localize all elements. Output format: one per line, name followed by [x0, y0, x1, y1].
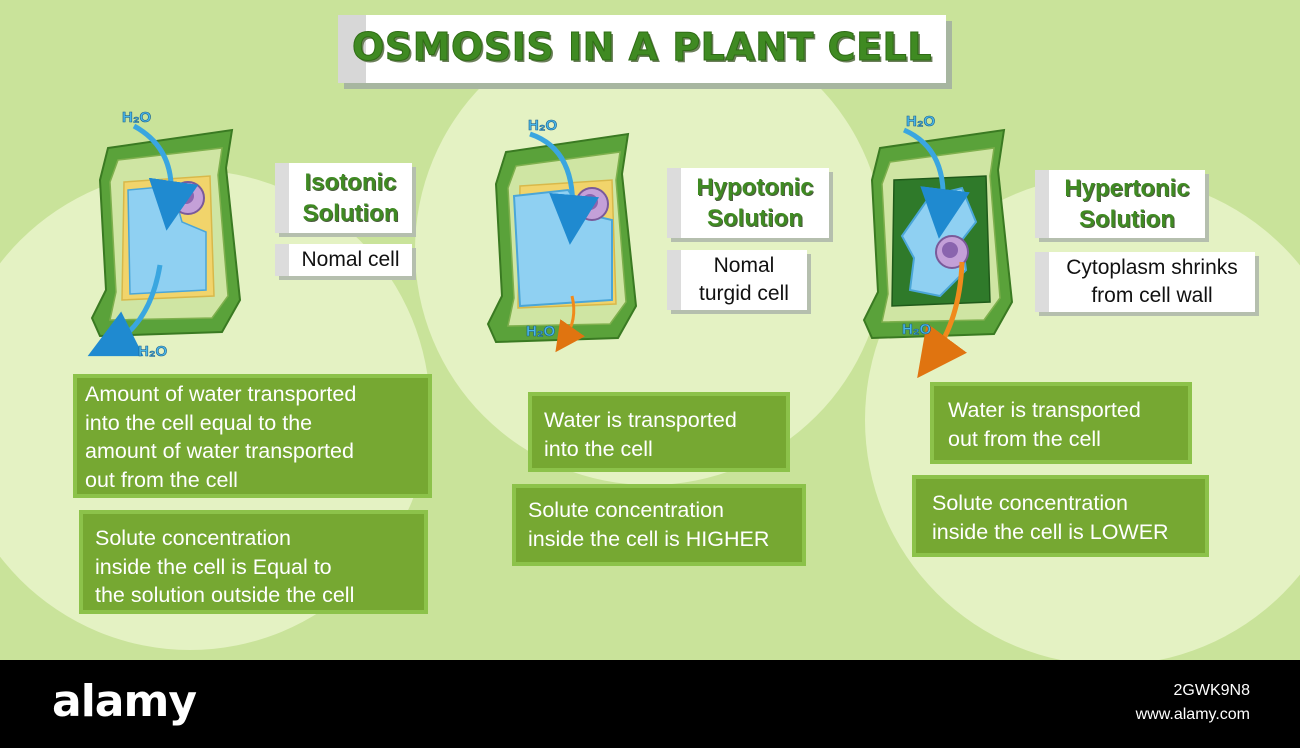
image-id: 2GWK9N8: [1173, 682, 1250, 699]
info-box: Water is transported out from the cell: [930, 382, 1192, 464]
isotonic-cell: H₂O H₂O: [87, 109, 242, 360]
cell-description: Nomal turgid cell: [699, 254, 789, 305]
h2o-label: H₂O: [138, 343, 167, 360]
cell-diagrams: H₂O H₂O H₂O H₂O H₂O H₂O: [87, 109, 1014, 379]
concentration-box: Solute concentration inside the cell is …: [512, 484, 806, 566]
title-banner: OSMOSIS IN A PLANT CELL: [338, 15, 946, 83]
concentration-box: Solute concentration inside the cell is …: [79, 510, 428, 614]
solution-name-box: Hypotonic Solution: [667, 168, 829, 238]
cell-description: Nomal cell: [301, 248, 400, 271]
info-box: Amount of water transported into the cel…: [73, 374, 432, 498]
solution-name: Hypotonic Solution: [696, 174, 814, 232]
infographic-canvas: H₂O H₂O H₂O H₂O H₂O H₂O: [0, 0, 1300, 660]
cell-description-box: Cytoplasm shrinks from cell wall: [1035, 252, 1255, 312]
info-box: Water is transported into the cell: [528, 392, 790, 472]
hypotonic-cell: H₂O H₂O: [486, 117, 638, 353]
cell-description-box: Nomal cell: [275, 244, 412, 276]
h2o-label: H₂O: [528, 117, 557, 134]
h2o-label: H₂O: [526, 323, 555, 340]
h2o-label: H₂O: [902, 321, 931, 338]
solution-name: Isotonic Solution: [302, 169, 399, 227]
footer-url: www.alamy.com: [1135, 706, 1250, 723]
footer-logo: alamy: [52, 676, 197, 727]
hypertonic-cell: H₂O H₂O: [862, 113, 1014, 379]
h2o-label: H₂O: [906, 113, 935, 130]
solution-name-box: Isotonic Solution: [275, 163, 412, 233]
footer-bar: alamy 2GWK9N8 www.alamy.com: [0, 660, 1300, 748]
concentration-box: Solute concentration inside the cell is …: [912, 475, 1209, 557]
cell-description: Cytoplasm shrinks from cell wall: [1066, 256, 1238, 307]
page-title: OSMOSIS IN A PLANT CELL: [352, 25, 932, 70]
solution-name: Hypertonic Solution: [1064, 175, 1190, 233]
cell-description-box: Nomal turgid cell: [667, 250, 807, 310]
solution-name-box: Hypertonic Solution: [1035, 170, 1205, 238]
h2o-label: H₂O: [122, 109, 151, 126]
